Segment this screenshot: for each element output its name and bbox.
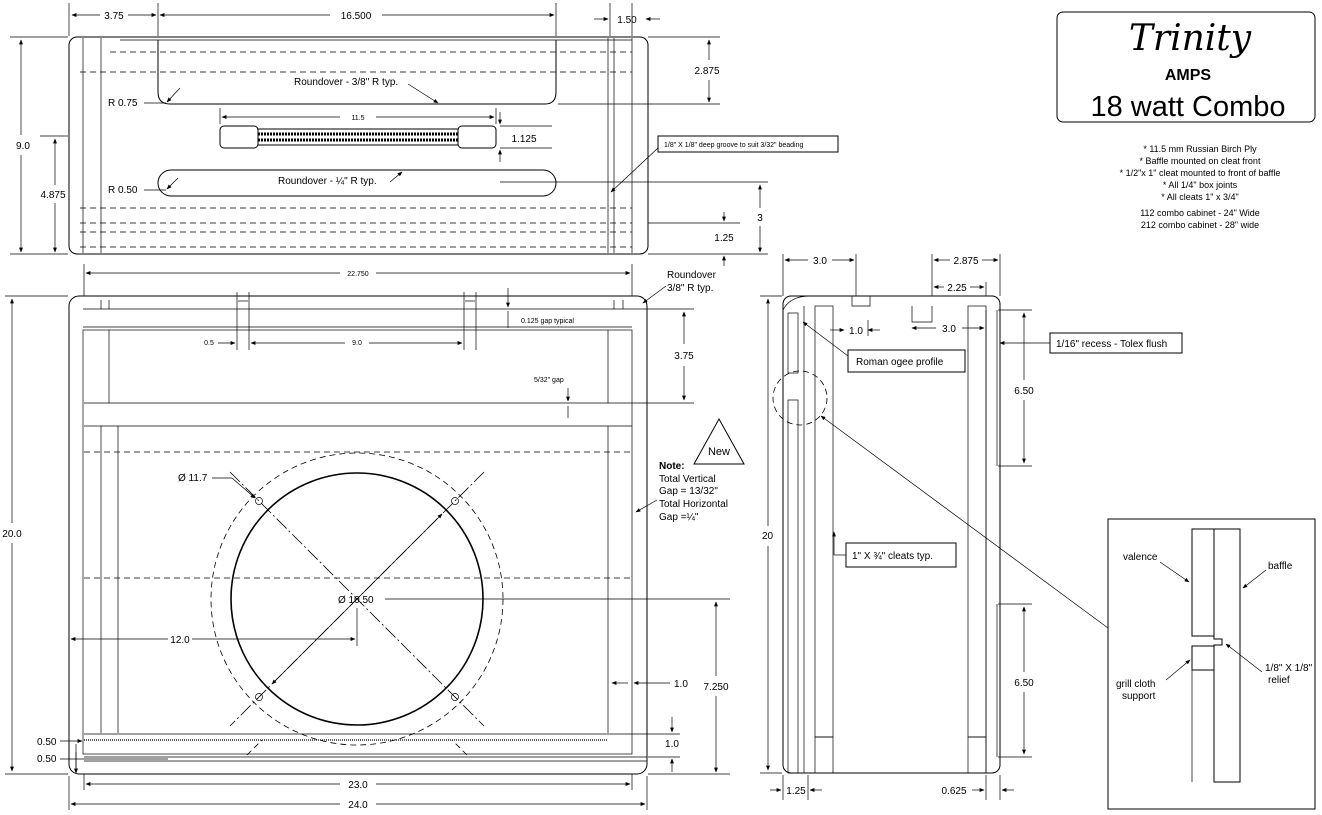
note-line: Total Vertical <box>659 474 716 485</box>
title-block: Trinity AMPS 18 watt Combo <box>1056 11 1316 123</box>
dim-24.0: 24.0 <box>348 800 368 811</box>
dim-side-3.0: 3.0 <box>813 256 827 267</box>
dim-side-2.25: 2.25 <box>947 283 967 294</box>
dim-7.250: 7.250 <box>703 682 728 693</box>
grill-label-1: grill cloth <box>1116 679 1155 690</box>
dim-front-22.75: 22.750 <box>347 271 369 278</box>
note-line: * All cleats 1" x 3/4" <box>1161 192 1238 202</box>
ogee-callout: Roman ogee profile <box>856 357 944 368</box>
note-line: * Baffle mounted on cleat front <box>1140 156 1261 166</box>
dim-top-mid: 4.875 <box>40 190 65 201</box>
dim-side-2.875: 2.875 <box>953 256 978 267</box>
cleats-callout: 1" X ¾" cleats typ. <box>852 551 933 562</box>
dim-1.0-right: 1.0 <box>674 679 688 690</box>
brand-sub: AMPS <box>1165 67 1212 84</box>
top-view: 3.75 16.500 1.50 9.0 4.875 2.875 1.125 1… <box>10 3 839 266</box>
dim-12.0: 12.0 <box>170 635 190 646</box>
relief-label-1: 1/8" X 1/8" <box>1265 663 1313 674</box>
gap-typical-label: 0.125 gap typical <box>521 318 574 325</box>
dim-top-depth: 9.0 <box>16 141 30 152</box>
dim-0.50-a: 0.50 <box>37 737 57 748</box>
dim-9.0: 9.0 <box>352 340 362 347</box>
dim-top-16.5: 16.500 <box>341 11 372 22</box>
side-view: 3.0 2.875 2.25 1.0 3.0 Roman ogee profil… <box>760 254 1183 800</box>
model-title: 18 watt Combo <box>1090 91 1285 123</box>
dim-handle-length: 11.5 <box>351 115 364 122</box>
grill-label-2: support <box>1122 691 1156 702</box>
dim-top-2.875: 2.875 <box>694 66 719 77</box>
spec-notes: * 11.5 mm Russian Birch Ply * Baffle mou… <box>1120 144 1281 230</box>
roundover-front-1: Roundover <box>667 270 717 281</box>
note-line: Total Horizontal <box>659 499 728 510</box>
note-title: Note: <box>659 461 685 472</box>
note-line: 212 combo cabinet - 28" wide <box>1141 220 1259 230</box>
dia-outer-label: Ø 11.7 <box>178 473 208 484</box>
roundover-note-top: Roundover - 3/8" R typ. <box>294 77 398 88</box>
dim-handle-width: 1.125 <box>511 134 536 145</box>
dim-0.50-b: 0.50 <box>37 754 57 765</box>
dim-side-20: 20 <box>762 531 774 542</box>
dim-side-0.625: 0.625 <box>941 786 966 797</box>
new-badge: New <box>708 446 730 458</box>
dim-1.0-bottom: 1.0 <box>665 739 679 750</box>
radius-label-1: R 0.75 <box>108 98 138 109</box>
dim-top-3: 3 <box>757 213 763 224</box>
note-line: Gap =¼" <box>659 511 699 523</box>
dim-side-6.50-a: 6.50 <box>1014 386 1034 397</box>
brand-logo: Trinity <box>1129 18 1252 59</box>
roundover-note-bottom: Roundover - ¼" R typ. <box>278 175 377 187</box>
relief-label-2: relief <box>1268 675 1290 686</box>
dim-top-1.50: 1.50 <box>617 15 637 26</box>
handle <box>219 125 497 149</box>
dim-front-height: 20.0 <box>2 529 22 540</box>
dim-top-1.25: 1.25 <box>714 233 734 244</box>
dim-0.5: 0.5 <box>204 340 214 347</box>
roundover-front-2: 3/8" R typ. <box>667 283 713 294</box>
front-view: Ø 11.7 Ø 10.50 22.750 Roundover 3/8" R t… <box>2 264 745 811</box>
dia-inner-label: Ø 10.50 <box>338 595 374 606</box>
dim-side-1.0: 1.0 <box>849 326 863 337</box>
note-line: * All 1/4" box joints <box>1163 180 1238 190</box>
dim-side-6.50-b: 6.50 <box>1014 678 1034 689</box>
dim-3.75: 3.75 <box>674 351 694 362</box>
groove-note: 1/8" X 1/8" deep groove to suit 3/32" be… <box>664 142 803 149</box>
note-line: Gap = 13/32" <box>659 486 718 497</box>
radius-label-2: R 0.50 <box>108 185 138 196</box>
note-line: 112 combo cabinet - 24" Wide <box>1140 208 1260 218</box>
dim-top-3.75: 3.75 <box>104 11 124 22</box>
gap-532-label: 5/32" gap <box>534 377 564 384</box>
recess-callout: 1/16" recess - Tolex flush <box>1056 339 1167 350</box>
dim-23.0: 23.0 <box>348 780 368 791</box>
valence-label: valence <box>1123 552 1158 563</box>
note-line: * 11.5 mm Russian Birch Ply <box>1143 144 1257 154</box>
detail-view: valence baffle grill cloth support 1/8" … <box>1107 518 1316 810</box>
baffle-label: baffle <box>1268 561 1293 572</box>
dim-side-3.0b: 3.0 <box>942 324 956 335</box>
dim-side-1.25: 1.25 <box>786 786 806 797</box>
note-line: * 1/2"x 1" cleat mounted to front of baf… <box>1120 168 1281 178</box>
